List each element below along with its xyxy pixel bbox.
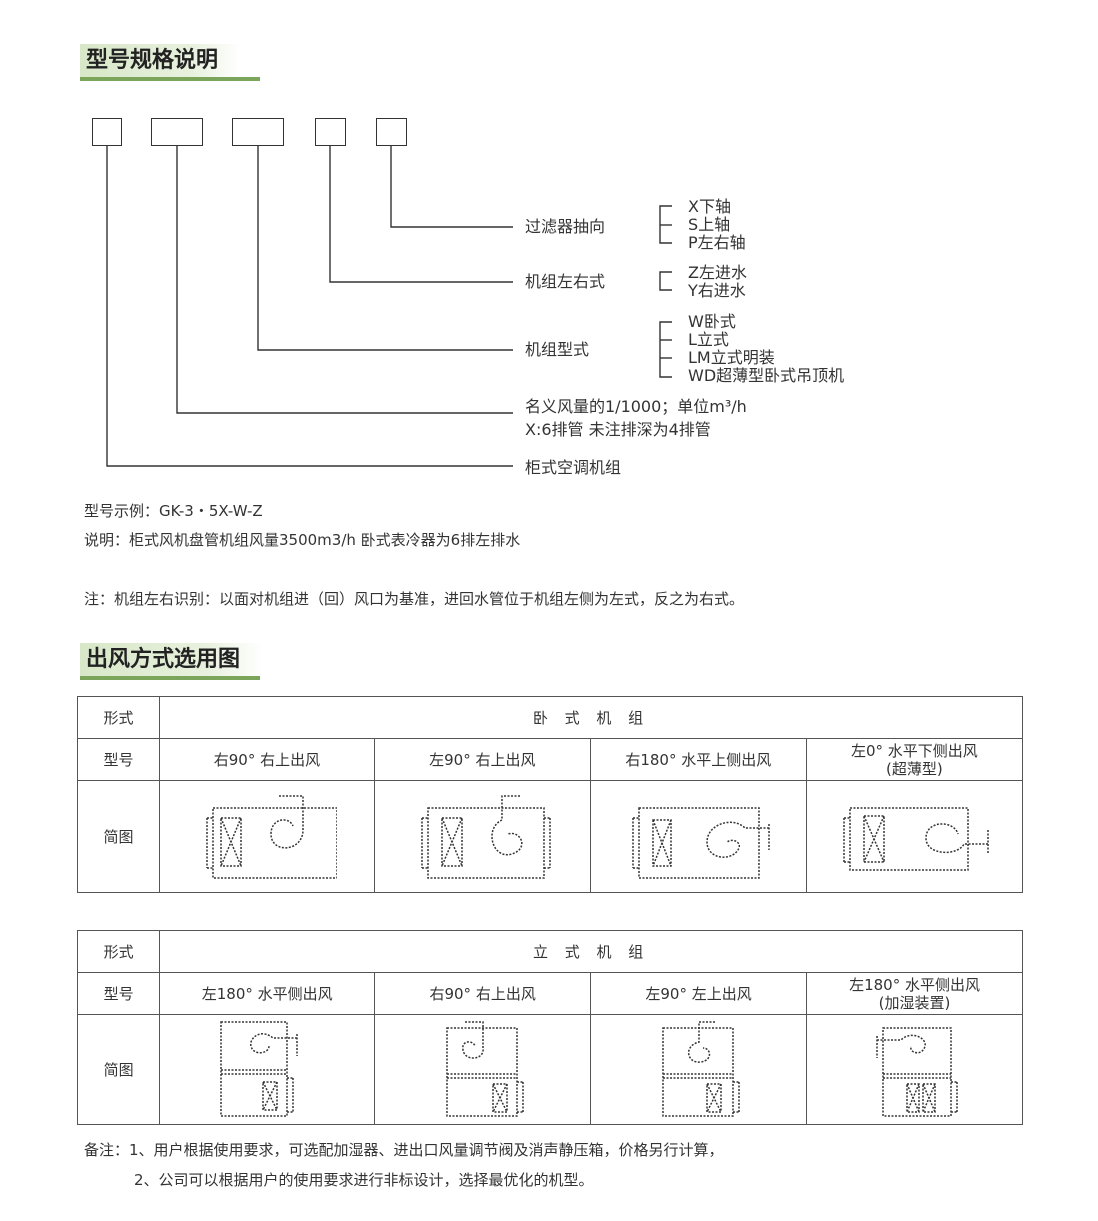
- horizontal-unit-left90-diagram: [421, 794, 552, 879]
- model-example: 型号示例：GK-3・5X-W-Z: [84, 502, 263, 520]
- remark-1: 备注：1、用户根据使用要求，可选配加湿器、进出口风量调节阀及消声静压箱，价格另行…: [84, 1141, 724, 1159]
- type-option-l: L立式: [688, 330, 729, 349]
- diagram-cell: [159, 1014, 376, 1125]
- row-header-form: 形式: [76, 930, 161, 973]
- row-header-model: 型号: [77, 738, 160, 781]
- section-title-outlet: 出风方式选用图: [80, 643, 263, 680]
- model-cell: 左90° 右上出风: [373, 738, 591, 781]
- title-underline: [80, 676, 260, 680]
- remark-2: 2、公司可以根据用户的使用要求进行非标设计，选择最优化的机型。: [134, 1171, 594, 1189]
- filter-option-x: X下轴: [688, 197, 731, 216]
- vertical-unit-left180-diagram: [220, 1020, 298, 1117]
- row-header-diagram: 简图: [77, 780, 160, 893]
- type-option-wd: WD超薄型卧式吊顶机: [688, 366, 845, 385]
- diagram-cell: [590, 1014, 808, 1125]
- code-box-3: [232, 118, 284, 146]
- type-option-w: W卧式: [688, 312, 736, 331]
- model-line: 左180° 水平侧出风: [849, 975, 980, 994]
- diagram-cell: [373, 780, 591, 893]
- model-line: 左0° 水平下侧出风: [850, 741, 978, 760]
- form-horizontal: 卧 式 机 组: [159, 696, 1023, 739]
- title-underline: [80, 77, 260, 81]
- vertical-unit-left90-diagram: [661, 1020, 740, 1117]
- table-vertical-units: 形式 立 式 机 组 型号 左180° 水平侧出风 右90° 右上出风 左90°…: [76, 930, 1023, 1125]
- diagram-cell: [805, 780, 1024, 893]
- horizontal-unit-left0-diagram: [843, 806, 990, 871]
- section-title-text: 型号规格说明: [86, 48, 219, 73]
- form-vertical: 立 式 机 组: [159, 930, 1023, 973]
- filter-option-p: P左右轴: [688, 233, 746, 252]
- diagram-cell: [159, 780, 375, 893]
- diagram-cell: [374, 1014, 592, 1125]
- model-cell: 左180° 水平侧出风 (加湿装置): [806, 972, 1023, 1015]
- vertical-unit-humidifier-diagram: [875, 1026, 958, 1117]
- side-identification-note: 注：机组左右识别：以面对机组进（回）风口为基准，进回水管位于机组左侧为左式，反之…: [84, 590, 745, 608]
- code-box-4: [315, 118, 346, 146]
- model-cell: 左0° 水平下侧出风 (超薄型): [805, 738, 1024, 781]
- label-filter-direction: 过滤器抽向: [525, 217, 606, 236]
- code-box-2: [151, 118, 203, 146]
- code-box-1: [92, 118, 122, 146]
- model-cell: 右90° 右上出风: [374, 972, 592, 1015]
- section-title-text: 出风方式选用图: [86, 647, 241, 672]
- row-header-form: 形式: [77, 696, 160, 739]
- horizontal-unit-right180-diagram: [632, 806, 771, 879]
- model-cell: 右180° 水平上侧出风: [589, 738, 807, 781]
- label-unit-type: 机组型式: [525, 340, 590, 359]
- label-cabinet-unit: 柜式空调机组: [525, 458, 622, 477]
- model-explanation: 说明：柜式风机盘管机组风量3500m3/h 卧式表冷器为6排左排水: [84, 531, 521, 549]
- model-cell: 左90° 左上出风: [590, 972, 808, 1015]
- code-box-5: [376, 118, 407, 146]
- diagram-cell: [806, 1014, 1023, 1125]
- filter-option-s: S上轴: [688, 215, 731, 234]
- horizontal-unit-right90-diagram: [206, 794, 338, 879]
- section-title-model-spec: 型号规格说明: [80, 44, 260, 81]
- label-airflow: 名义风量的1/1000；单位m³/h: [525, 397, 747, 416]
- diagram-cell: [589, 780, 807, 893]
- row-header-diagram: 简图: [76, 1014, 161, 1125]
- table-horizontal-units: 形式 卧 式 机 组 型号 右90° 右上出风 左90° 右上出风 右180° …: [77, 696, 1024, 893]
- row-header-model: 型号: [76, 972, 161, 1015]
- label-unit-side: 机组左右式: [525, 272, 606, 291]
- model-cell: 右90° 右上出风: [159, 738, 375, 781]
- type-option-lm: LM立式明装: [688, 348, 775, 367]
- model-line: (加湿装置): [878, 993, 951, 1012]
- side-option-z: Z左进水: [688, 263, 747, 282]
- vertical-unit-right90-diagram: [445, 1020, 524, 1117]
- model-cell: 左180° 水平侧出风: [159, 972, 376, 1015]
- side-option-y: Y右进水: [688, 281, 746, 300]
- label-coil-rows: X:6排管 未注排深为4排管: [525, 420, 711, 439]
- model-line: (超薄型): [886, 759, 943, 778]
